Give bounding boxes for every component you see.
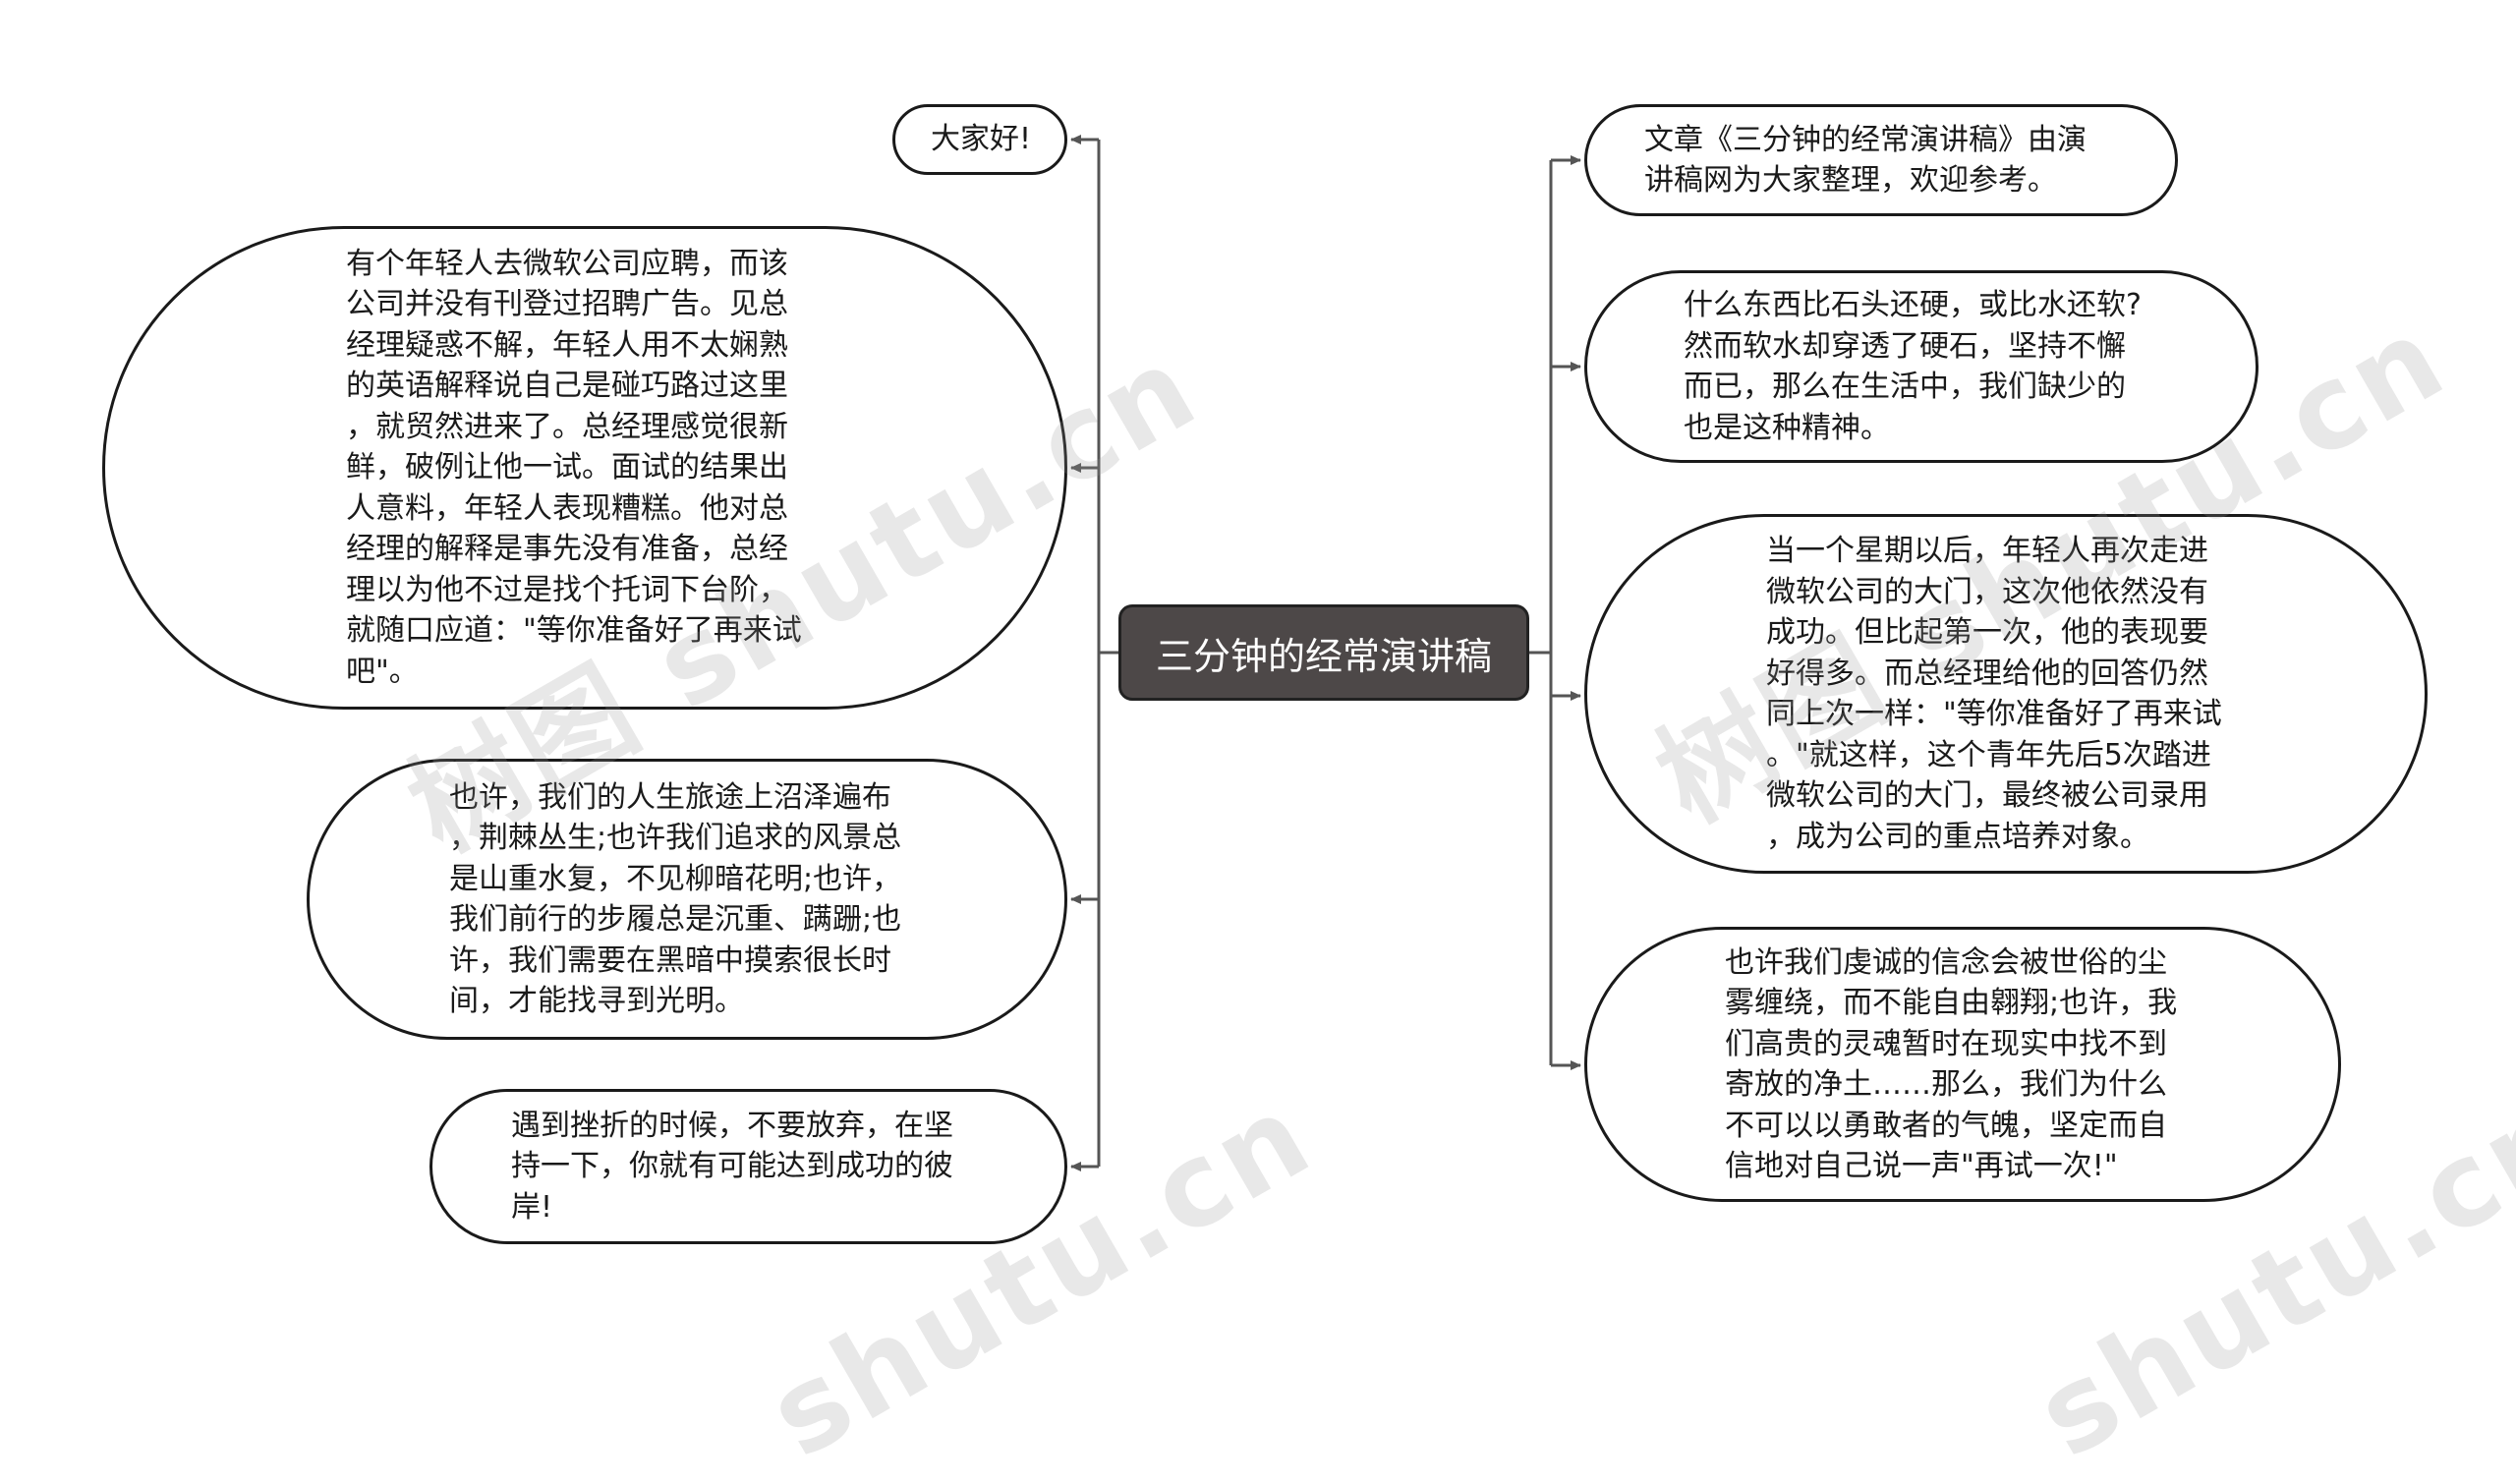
connector-lines — [1070, 135, 1581, 1171]
root-topic[interactable]: 三分钟的经常演讲稿 — [1118, 604, 1529, 701]
left-node-story-text: 有个年轻人去微软公司应聘，而该 公司并没有刊登过招聘广告。见总 经理疑惑不解，年… — [346, 246, 802, 689]
right-node-intro[interactable]: 文章《三分钟的经常演讲稿》由演 讲稿网为大家整理，欢迎参考。 — [1584, 104, 2178, 216]
left-node-journey[interactable]: 也许，我们的人生旅途上沼泽遍布 ，荆棘丛生;也许我们追求的风景总 是山重水复，不… — [307, 759, 1067, 1040]
left-node-story[interactable]: 有个年轻人去微软公司应聘，而该 公司并没有刊登过招聘广告。见总 经理疑惑不解，年… — [102, 226, 1067, 710]
right-node-try-again[interactable]: 也许我们虔诚的信念会被世俗的尘 雾缠绕，而不能自由翱翔;也许，我 们高贵的灵魂暂… — [1584, 927, 2341, 1202]
right-node-five-tries-text: 当一个星期以后，年轻人再次走进 微软公司的大门，这次他依然没有 成功。但比起第一… — [1766, 534, 2222, 854]
left-node-greeting-text: 大家好! — [931, 122, 1032, 157]
left-node-persist[interactable]: 遇到挫折的时候，不要放弃，在坚 持一下，你就有可能达到成功的彼 岸! — [429, 1089, 1067, 1244]
right-node-intro-text: 文章《三分钟的经常演讲稿》由演 讲稿网为大家整理，欢迎参考。 — [1644, 122, 2087, 199]
right-node-try-again-text: 也许我们虔诚的信念会被世俗的尘 雾缠绕，而不能自由翱翔;也许，我 们高贵的灵魂暂… — [1725, 944, 2178, 1184]
left-node-persist-text: 遇到挫折的时候，不要放弃，在坚 持一下，你就有可能达到成功的彼 岸! — [511, 1108, 953, 1225]
right-node-stone-water-text: 什么东西比石头还硬，或比水还软? 然而软水却穿透了硬石，坚持不懈 而已，那么在生… — [1684, 288, 2142, 445]
right-node-five-tries[interactable]: 当一个星期以后，年轻人再次走进 微软公司的大门，这次他依然没有 成功。但比起第一… — [1584, 514, 2428, 874]
right-node-stone-water[interactable]: 什么东西比石头还硬，或比水还软? 然而软水却穿透了硬石，坚持不懈 而已，那么在生… — [1584, 270, 2259, 463]
left-node-greeting[interactable]: 大家好! — [892, 104, 1067, 175]
mind-map-canvas: 三分钟的经常演讲稿 大家好! 有个年轻人去微软公司应聘，而该 公司并没有刊登过招… — [102, 104, 2516, 1484]
left-node-journey-text: 也许，我们的人生旅途上沼泽遍布 ，荆棘丛生;也许我们追求的风景总 是山重水复，不… — [449, 779, 902, 1019]
root-title: 三分钟的经常演讲稿 — [1155, 634, 1492, 678]
